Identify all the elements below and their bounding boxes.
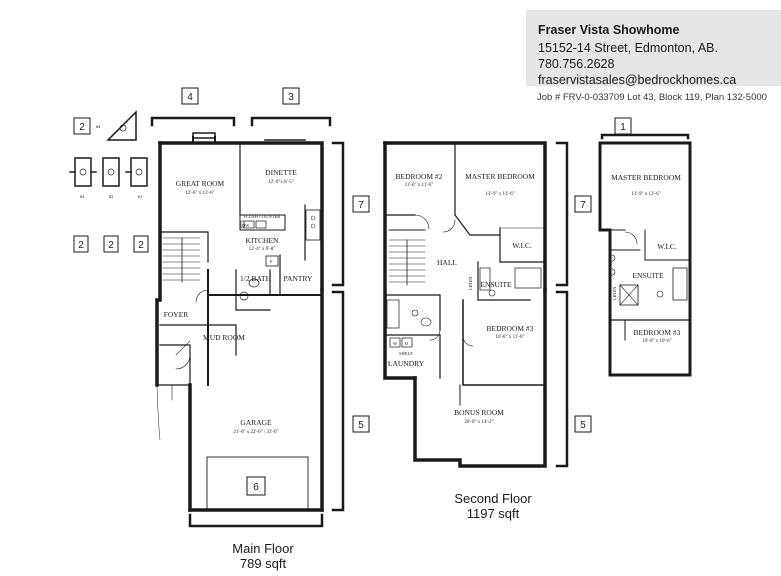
showhome-name: Fraser Vista Showhome (538, 23, 680, 37)
washer-label: W (393, 341, 398, 346)
elevation-label-3: #3 (80, 194, 85, 199)
second-floor-labels: BEDROOM #2 11'-0" x 11'-6" MASTER BEDROO… (388, 172, 535, 425)
second-floor-area: 1197 sqft (466, 506, 520, 521)
bedroom3-dim: 10'-0" x 11'-0" (495, 335, 524, 340)
main-floor-caption: Main Floor 789 sqft (193, 541, 333, 571)
second-floor-brackets (555, 141, 569, 468)
bedroom2-dim: 11'-0" x 11'-6" (405, 183, 434, 188)
half-bath-label: 1/2 BATH (240, 274, 272, 283)
showhome-email[interactable]: fraservistasales@bedrockhomes.ca (538, 73, 737, 87)
second-floor-walls (383, 141, 547, 468)
fridge-label: F (270, 259, 273, 264)
laundry-label: LAUNDRY (388, 359, 425, 368)
dinette-label: DINETTE (265, 168, 297, 177)
callout-boxes (73, 87, 632, 496)
master-label: MASTER BEDROOM (465, 172, 535, 181)
showhome-info-box: Fraser Vista Showhome 15152-14 Street, E… (526, 10, 781, 87)
elevation-icons (69, 110, 148, 187)
callout-2a: 2 (79, 122, 85, 133)
callout-5a: 5 (358, 420, 364, 431)
elevation-label-4: #4 (96, 124, 101, 129)
option-plan-walls (598, 141, 692, 377)
callout-7b: 7 (580, 200, 586, 211)
wic-label: W.I.C. (512, 241, 532, 250)
callout-3: 3 (288, 92, 294, 103)
dryer-label: D (405, 341, 409, 346)
second-floor-title: Second Floor (454, 491, 532, 506)
hall-label: HALL (437, 258, 457, 267)
main-floor-brackets (150, 116, 345, 528)
mud-room-label: MUD ROOM (203, 333, 245, 342)
callout-4: 4 (187, 92, 193, 103)
option-linen-label: LINEN (612, 286, 617, 300)
callout-labels: 4 3 2 7 5 2 2 2 6 7 5 1 7 5 (78, 92, 626, 493)
garage-dim: 21'-0" x 22'-0" / 33'-0" (233, 430, 278, 435)
second-floor-caption: Second Floor 1197 sqft (423, 491, 563, 521)
linen-label: LINEN (468, 276, 473, 290)
option-bedroom3-dim: 10'-0" x 10'-6" (642, 339, 671, 344)
kitchen-dim: 12'-4" x 9'-8" (249, 247, 276, 252)
option-bedroom3-label: BEDROOM #3 (634, 328, 681, 337)
callout-2d: 2 (138, 240, 144, 251)
option-master-label: MASTER BEDROOM (611, 173, 681, 182)
callout-2c: 2 (108, 240, 114, 251)
callout-7a: 7 (358, 200, 364, 211)
option-plan-labels: MASTER BEDROOM 13'-9" x 13'-6" W.I.C. EN… (611, 173, 681, 344)
bonus-room-dim: 20'-0" x 14'-2" (464, 420, 493, 425)
elevation-labels: #4 #3 #2 #1 (80, 124, 143, 199)
dw-label: DW (242, 223, 250, 228)
callout-6: 6 (253, 482, 259, 493)
main-floor-walls (155, 132, 324, 512)
showhome-phone[interactable]: 780.756.2628 (538, 57, 615, 71)
main-floor-title: Main Floor (232, 541, 294, 556)
elevation-label-2: #2 (109, 194, 114, 199)
option-plan-brackets (600, 133, 690, 140)
main-floor-labels: GREAT ROOM 12'-6" x 13'-6" DINETTE 12'-0… (164, 168, 313, 435)
bedroom3-label: BEDROOM #3 (487, 324, 534, 333)
callout-1: 1 (620, 122, 626, 133)
dinette-dim: 12'-0"x 8'-5" (268, 180, 293, 185)
callout-2b: 2 (78, 240, 84, 251)
bedroom2-label: BEDROOM #2 (396, 172, 443, 181)
option-wic-label: W.I.C. (657, 242, 677, 251)
main-floor-area: 789 sqft (239, 556, 287, 571)
great-room-label: GREAT ROOM (176, 179, 225, 188)
showhome-address: 15152-14 Street, Edmonton, AB. (538, 41, 718, 55)
job-number: Job # FRV-0-033709 Lot 43, Block 119, Pl… (537, 92, 767, 103)
elevation-label-1: #1 (138, 194, 143, 199)
pantry-label: PANTRY (284, 274, 313, 283)
garage-label: GARAGE (240, 418, 272, 427)
ensuite-label: ENSUITE (480, 280, 512, 289)
shelf-label: SHELF (399, 351, 413, 356)
bonus-room-label: BONUS ROOM (454, 408, 504, 417)
flush-counter-label: FLUSH COUNTER (244, 214, 281, 219)
option-ensuite-label: ENSUITE (632, 271, 664, 280)
master-dim: 13'-9" x 13'-6" (485, 192, 514, 197)
option-master-dim: 13'-9" x 13'-6" (631, 192, 660, 197)
kitchen-label: KITCHEN (246, 236, 279, 245)
callout-5b: 5 (580, 420, 586, 431)
great-room-dim: 12'-6" x 13'-6" (185, 191, 214, 196)
foyer-label: FOYER (164, 310, 189, 319)
